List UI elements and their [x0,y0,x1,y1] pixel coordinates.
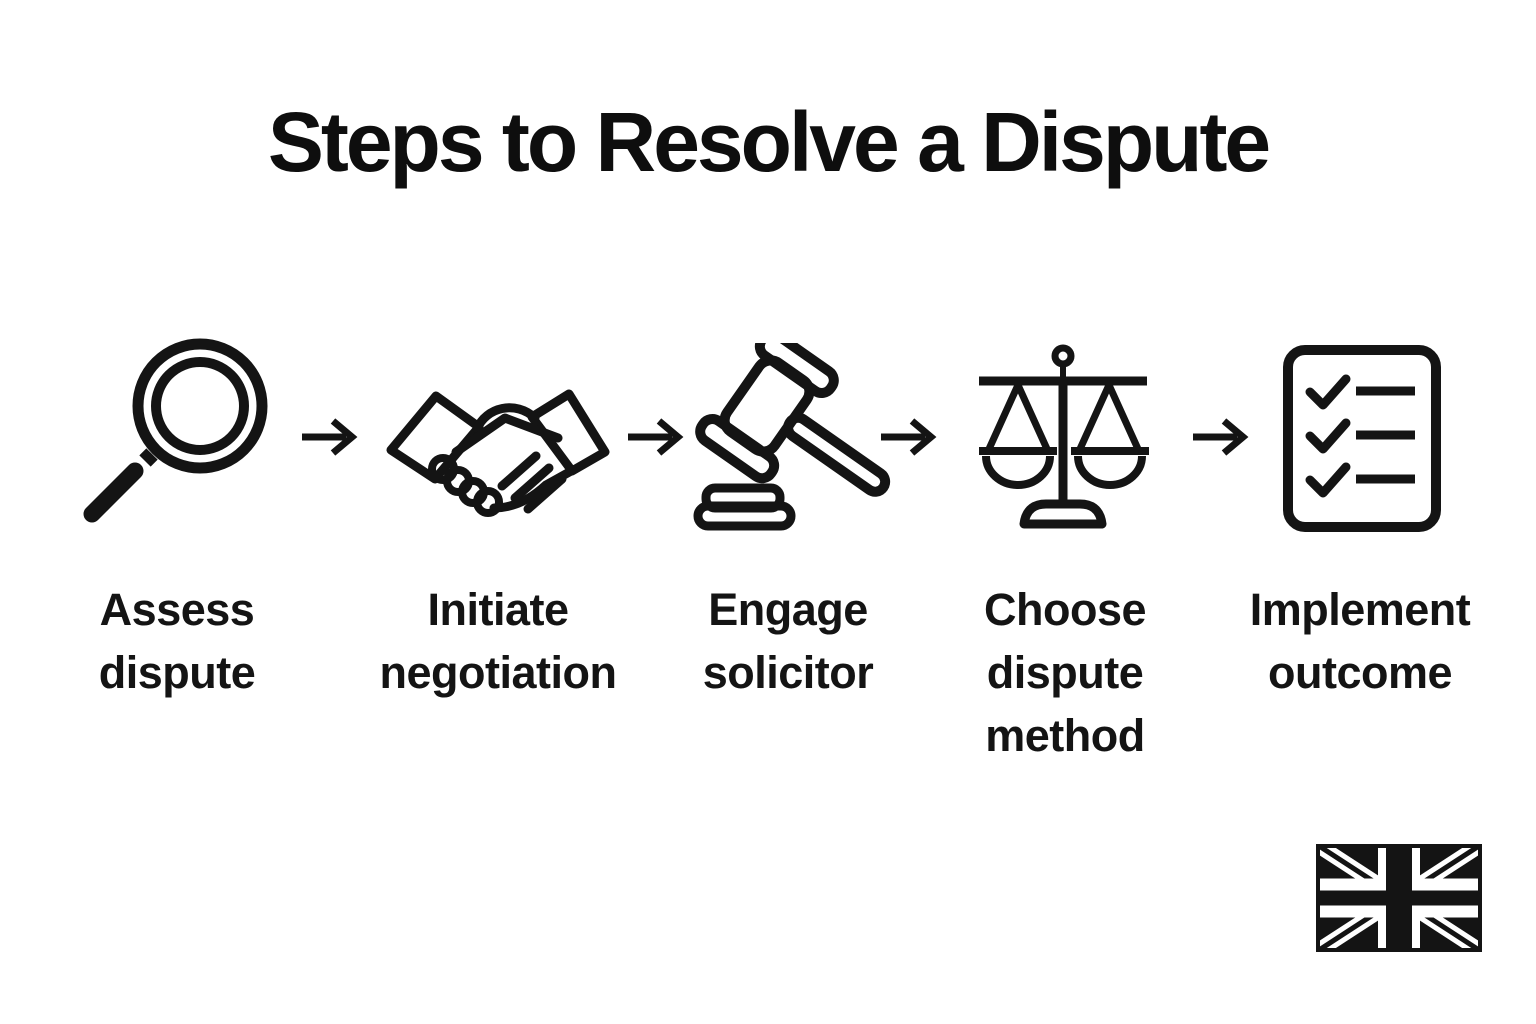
right-arrow-icon [1191,415,1249,459]
magnifying-glass-icon [78,334,278,534]
handshake-icon [386,372,610,530]
step-label-engage-solicitor: Engage solicitor [702,584,874,698]
gavel-icon [693,343,898,533]
union-jack-flag [1316,844,1482,952]
page-title: Steps to Resolve a Dispute [267,95,1271,189]
right-arrow-icon [879,415,937,459]
right-arrow-icon [626,415,684,459]
step-label-assess-dispute: Assess dispute [98,584,256,698]
step-label-initiate-negotiation: Initiate negotiation [379,584,617,698]
scales-of-justice-icon [966,343,1161,533]
step-label-choose-dispute-method: Choose dispute method [983,584,1147,761]
right-arrow-icon [300,415,358,459]
step-label-implement-outcome: Implement outcome [1249,584,1471,698]
checklist-icon [1282,343,1442,533]
